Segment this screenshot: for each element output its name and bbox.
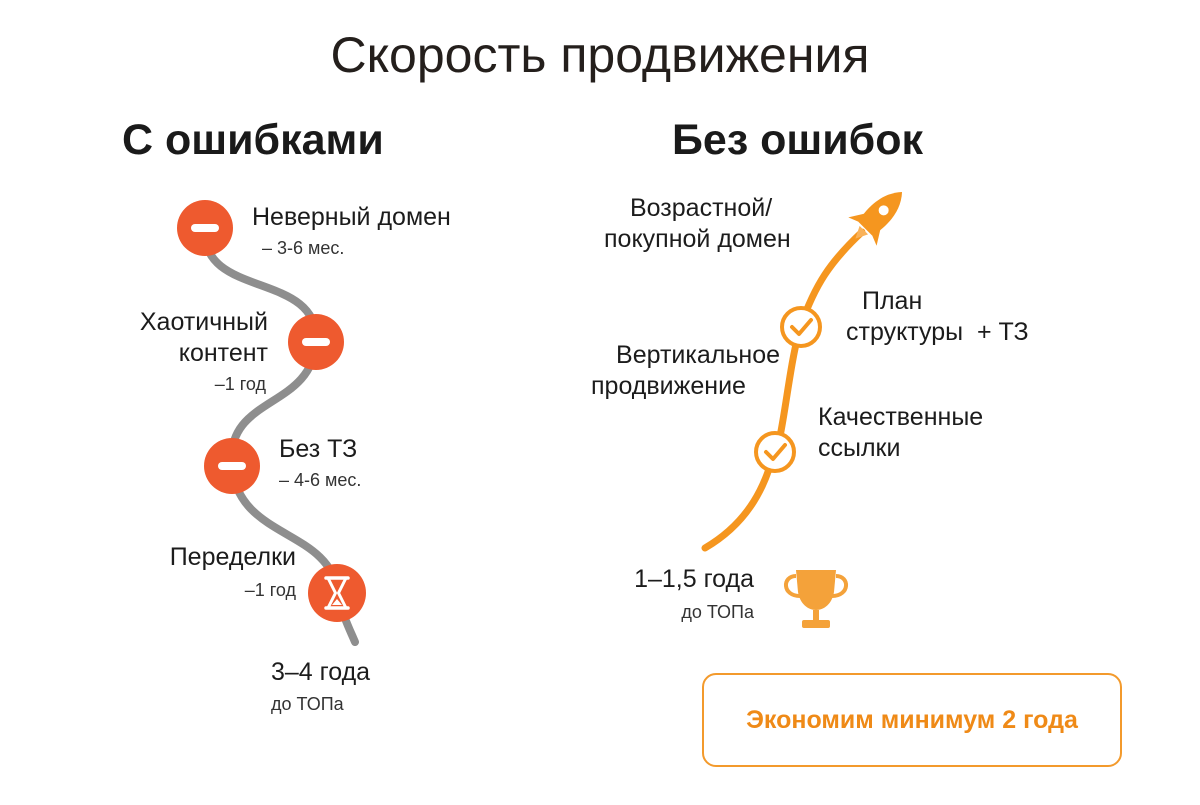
right-column-heading: Без ошибок bbox=[672, 116, 924, 164]
minus-icon bbox=[288, 314, 344, 370]
minus-icon bbox=[177, 200, 233, 256]
trophy-icon bbox=[784, 570, 848, 628]
savings-callout: Экономим минимум 2 года bbox=[702, 673, 1122, 767]
step-label-no-tz: Без ТЗ bbox=[279, 435, 358, 463]
step-label-aged-domain-line2: покупной домен bbox=[604, 225, 791, 253]
step-note-wrong-domain: – 3-6 мес. bbox=[262, 238, 345, 258]
left-column-heading: С ошибками bbox=[122, 116, 384, 164]
step-label-vertical-promotion-line2: продвижение bbox=[591, 372, 746, 400]
step-label-vertical-promotion-line1: Вертикальное bbox=[616, 341, 780, 369]
rocket-icon bbox=[848, 191, 903, 246]
hourglass-icon bbox=[308, 564, 366, 622]
check-icon bbox=[780, 306, 822, 348]
step-label-quality-links-line2: ссылки bbox=[818, 434, 901, 462]
page-title: Скорость продвижения bbox=[330, 27, 870, 83]
check-icon bbox=[754, 431, 796, 473]
step-label-structure-plan-line2: структуры + ТЗ bbox=[846, 318, 1029, 346]
result-note-without-errors: до ТОПа bbox=[681, 602, 754, 622]
step-label-structure-plan-line1: План bbox=[862, 287, 923, 315]
step-label-aged-domain-line1: Возрастной/ bbox=[630, 194, 773, 222]
result-label-without-errors: 1–1,5 года bbox=[634, 565, 754, 593]
savings-callout-text: Экономим минимум 2 года bbox=[746, 705, 1078, 734]
step-label-chaotic-content-line2: контент bbox=[178, 339, 268, 367]
step-label-rework: Переделки bbox=[169, 543, 296, 571]
step-label-chaotic-content-line1: Хаотичный bbox=[139, 308, 268, 336]
result-label-with-errors: 3–4 года bbox=[271, 658, 371, 686]
step-note-rework: –1 год bbox=[244, 580, 296, 600]
step-note-chaotic-content: –1 год bbox=[214, 374, 266, 394]
minus-icon bbox=[204, 438, 260, 494]
growth-line bbox=[701, 228, 866, 552]
step-note-no-tz: – 4-6 мес. bbox=[279, 470, 362, 490]
step-label-wrong-domain: Неверный домен bbox=[252, 203, 451, 231]
result-note-with-errors: до ТОПа bbox=[271, 694, 344, 714]
step-label-quality-links-line1: Качественные bbox=[818, 403, 984, 431]
